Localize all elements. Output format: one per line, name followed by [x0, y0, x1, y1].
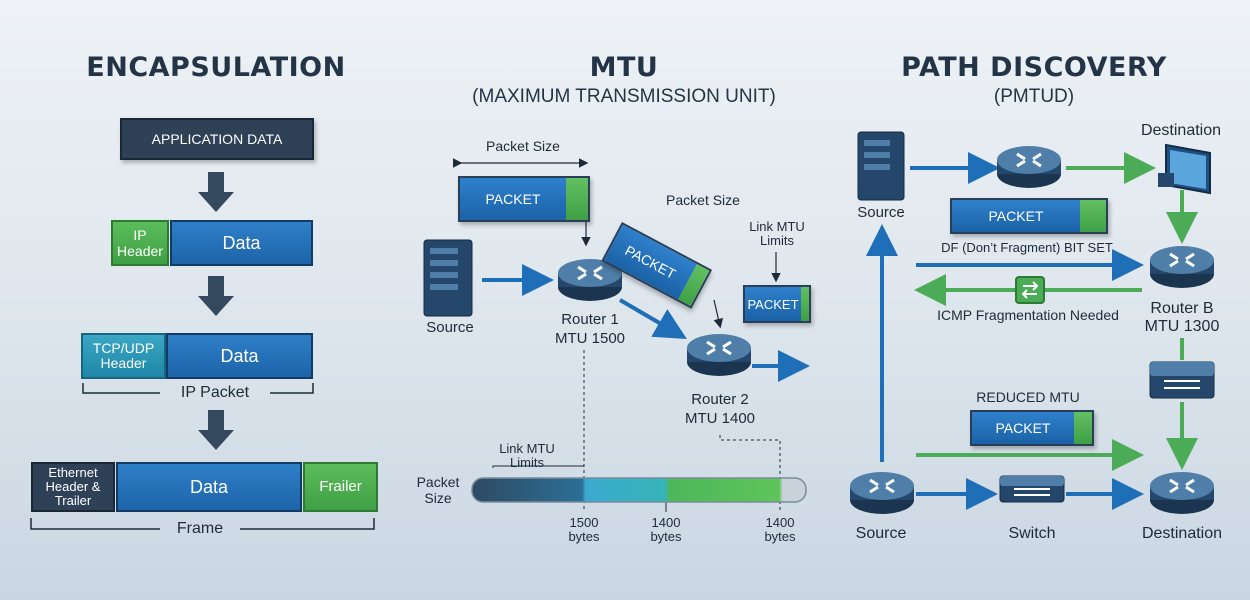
mtu-packet-1: PACKET — [458, 176, 590, 222]
trailer-box: Frailer — [303, 462, 378, 512]
encap-down-arrow-1 — [198, 172, 234, 212]
destination-top-label: Destination — [1140, 122, 1222, 139]
tick-1400-b: 1400 bytes — [756, 516, 804, 544]
application-data-box: APPLICATION DATA — [120, 118, 314, 160]
encap-down-arrow-2 — [198, 276, 234, 316]
pmtud-source-top-label: Source — [857, 204, 905, 221]
pmtud-packet-2: PACKET — [970, 410, 1094, 446]
mtu-source-label: Source — [426, 319, 474, 336]
router1-mtu-label: MTU 1500 — [554, 330, 626, 347]
pmtud-subtitle: (PMTUD) — [993, 86, 1075, 107]
pmtud-source-bottom-label: Source — [855, 525, 907, 542]
link-mtu-limits-label: Link MTU Limits — [749, 219, 805, 248]
router-2-icon — [687, 334, 751, 376]
frame-bracket — [30, 518, 375, 530]
tick-1500-value: 1500 — [569, 515, 599, 530]
tick-1400-b-value: 1400 — [765, 515, 795, 530]
routerb-switch-icon — [1149, 361, 1215, 399]
tick-1500-unit: bytes — [568, 529, 600, 544]
tilted-packet-to-router2-arrow — [713, 299, 724, 329]
router-b-mtu-label: MTU 1300 — [1144, 318, 1220, 335]
router-1-icon — [558, 259, 622, 301]
ethernet-header-label: Ethernet Header & Trailer — [45, 465, 101, 508]
packet-size-bar — [471, 477, 807, 503]
packet-size-top-label: Packet Size — [486, 138, 560, 154]
router2-label: Router 2 — [691, 391, 749, 408]
router1-to-router2-arrow — [618, 298, 687, 340]
tick-1400-b-unit: bytes — [764, 529, 796, 544]
ip-header-box: IP Header — [111, 220, 169, 266]
frame-label: Frame — [176, 520, 224, 537]
tcp-data-box: Data — [166, 333, 313, 379]
frame-data-box: Data — [116, 462, 302, 512]
ethernet-header-box: Ethernet Header & Trailer — [31, 462, 115, 512]
mtu-source-server-icon — [423, 239, 473, 317]
pmtud-router-icon — [997, 146, 1061, 188]
pmtud-packet-1-label: PACKET — [952, 200, 1080, 232]
mtu-packet-1-label: PACKET — [460, 178, 566, 220]
ip-header-label: IP Header — [117, 227, 163, 259]
source-router-icon — [850, 472, 914, 514]
bar-link-mtu-label: Link MTU Limits — [499, 441, 555, 470]
tick-1400-a-value: 1400 — [651, 515, 681, 530]
reduced-mtu-label: REDUCED MTU — [976, 389, 1080, 405]
mtu-subtitle: (MAXIMUM TRANSMISSION UNIT) — [472, 86, 776, 107]
pmtud-packet-1: PACKET — [950, 198, 1108, 234]
router-b-label: Router B — [1150, 300, 1214, 317]
trailer-label: Frailer — [319, 478, 362, 495]
pmtud-title: PATH DISCOVERY — [901, 52, 1167, 83]
ip-data-label: Data — [222, 232, 261, 253]
destination-monitor-icon — [1158, 143, 1211, 195]
router1-label: Router 1 — [561, 311, 619, 328]
icmp-label: ICMP Fragmentation Needed — [937, 307, 1119, 323]
router2-mtu-label: MTU 1400 — [684, 410, 756, 427]
ip-data-box: Data — [170, 220, 313, 266]
df-bit-label: DF (Don’t Fragment) BIT SET — [941, 240, 1113, 255]
tcp-udp-header-box: TCP/UDP Header — [81, 333, 166, 379]
mtu-packet-small-label: PACKET — [745, 287, 801, 321]
application-data-label: APPLICATION DATA — [151, 131, 283, 147]
packet-size-tilted-label: Packet Size — [666, 192, 740, 208]
router2-mtu-dashed-line — [719, 435, 781, 512]
tick-1400-a-unit: bytes — [650, 529, 682, 544]
switch-label: Switch — [1008, 525, 1056, 542]
router-b-icon — [1150, 246, 1214, 288]
switch-icon — [999, 475, 1065, 503]
encap-down-arrow-3 — [198, 410, 234, 450]
frame-data-label: Data — [189, 476, 229, 497]
destination-bottom-label: Destination — [1141, 525, 1223, 542]
tick-1500: 1500 bytes — [560, 516, 608, 544]
tick-1400-a: 1400 bytes — [642, 516, 690, 544]
pmtud-packet-2-label: PACKET — [972, 412, 1074, 444]
mtu-title: MTU — [589, 52, 659, 83]
icmp-swap-icon — [1015, 276, 1045, 304]
ip-packet-bracket — [82, 383, 314, 394]
packet-size-bar-label: Packet Size — [416, 474, 460, 506]
destination-router-icon — [1150, 472, 1214, 514]
bar-link-mtu-pointer — [492, 465, 584, 468]
mtu-packet-small: PACKET — [743, 285, 811, 323]
pmtud-source-server-icon — [857, 131, 905, 201]
tcp-udp-header-label: TCP/UDP Header — [92, 340, 155, 371]
ip-packet-label: IP Packet — [180, 384, 250, 401]
encapsulation-title: ENCAPSULATION — [86, 52, 346, 83]
tcp-data-label: Data — [220, 345, 259, 366]
